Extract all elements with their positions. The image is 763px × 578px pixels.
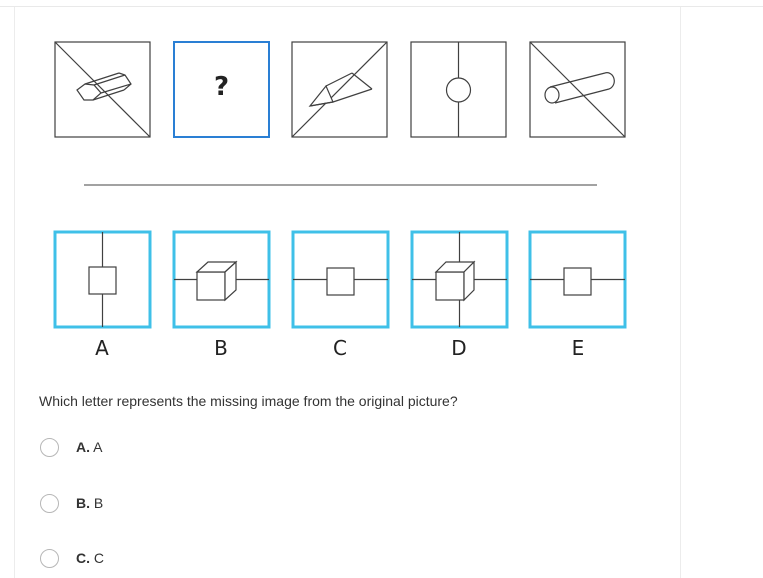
missing-question-mark: ? [213, 72, 230, 102]
option-a[interactable]: A. A [40, 436, 102, 458]
option-b[interactable]: B. B [40, 492, 103, 514]
answer-choice-c [291, 230, 390, 329]
option-c[interactable]: C. C [40, 547, 104, 569]
answer-letter-e: E [571, 336, 585, 360]
answer-letter-b: B [214, 336, 228, 360]
radio-option-a[interactable] [40, 437, 59, 457]
sequence-panel-4 [410, 41, 507, 138]
sequence-panel-5 [529, 41, 626, 138]
option-c-key: C. [76, 550, 90, 566]
question-card [14, 7, 681, 578]
option-b-value: B [93, 495, 104, 511]
option-a-value: A [93, 439, 103, 455]
answer-letter-a: A [95, 336, 109, 360]
top-divider [0, 6, 763, 7]
puzzle-figure [53, 41, 627, 329]
answer-choice-b [172, 230, 271, 329]
question-text: Which letter represents the missing imag… [39, 393, 458, 409]
sequence-panel-3 [291, 41, 388, 138]
answer-choice-e [528, 230, 627, 329]
radio-option-c[interactable] [40, 548, 59, 568]
option-b-key: B. [76, 495, 90, 511]
option-c-value: C [93, 550, 105, 566]
sequence-panel-1 [54, 41, 151, 138]
answer-letter-d: D [451, 336, 467, 360]
answer-choice-a [53, 230, 152, 329]
sequence-panel-missing [173, 41, 270, 138]
option-a-key: A. [76, 439, 90, 455]
answer-letter-c: C [333, 336, 347, 360]
answer-choice-d [410, 230, 509, 329]
radio-option-b[interactable] [40, 493, 59, 513]
